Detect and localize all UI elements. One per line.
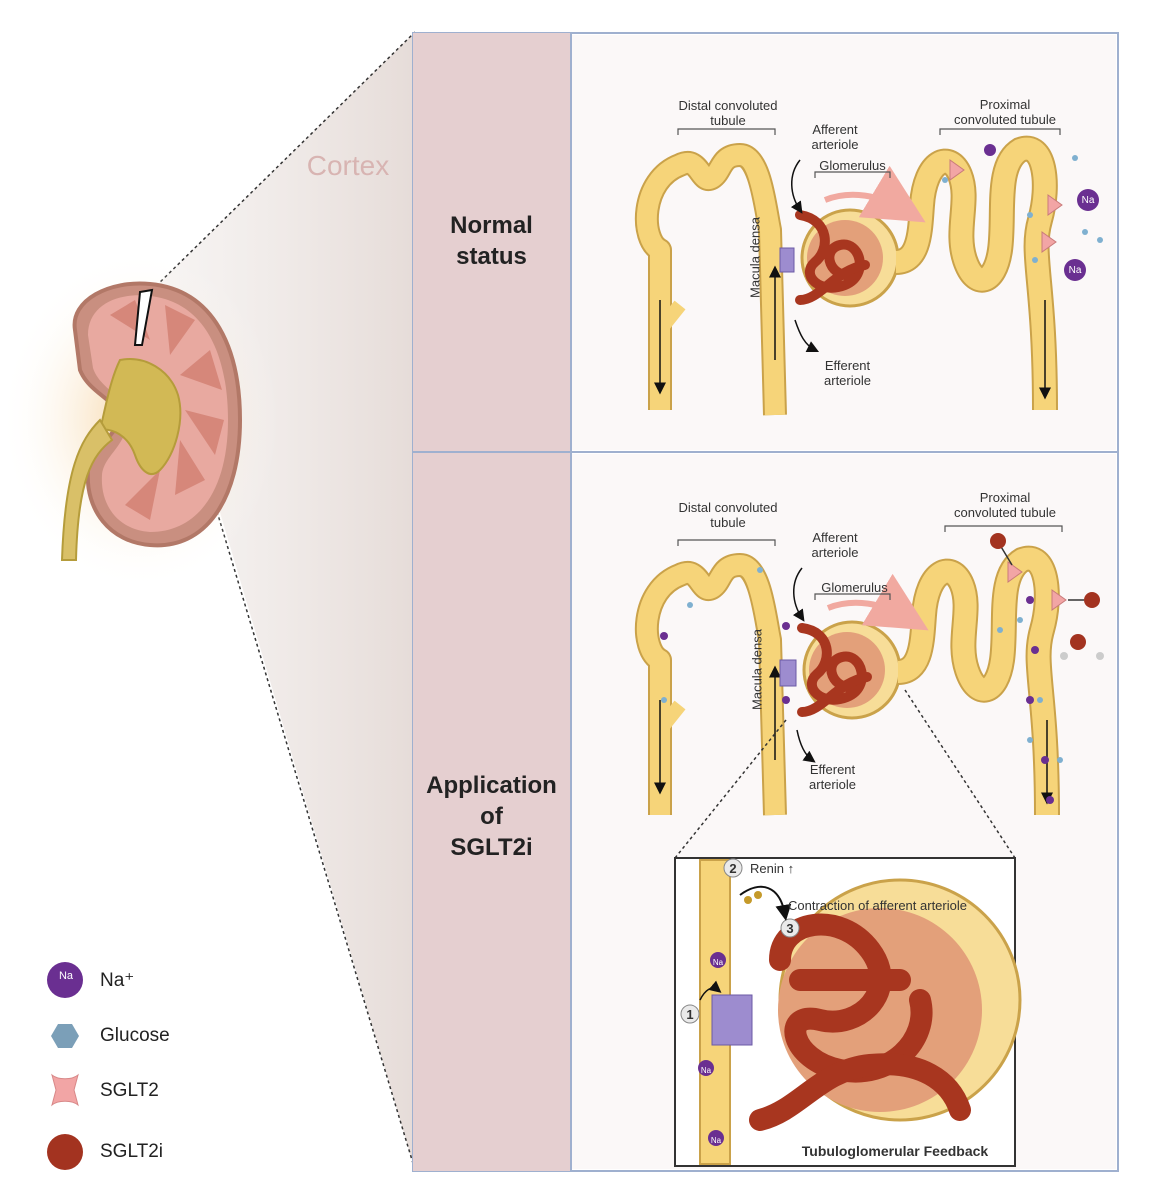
cortex-label: Cortex bbox=[307, 150, 389, 181]
na-badge: Na bbox=[1081, 195, 1095, 206]
glomerulus-label: Glomerulus bbox=[821, 580, 888, 595]
glucose-hexagon-icon bbox=[51, 1024, 79, 1048]
step-3-number: 3 bbox=[786, 921, 794, 936]
row-label-line: of bbox=[480, 803, 503, 830]
row-label-line: SGLT2i bbox=[450, 834, 533, 861]
normal-status-label: Normal status bbox=[413, 210, 570, 272]
na-badge: Na bbox=[710, 1136, 722, 1145]
sglt2i-nephron bbox=[634, 525, 1104, 816]
glomerulus-label: Glomerulus bbox=[819, 158, 886, 173]
kidney-illustration bbox=[0, 250, 280, 590]
sglt2i-inhibitor-icon bbox=[47, 1134, 83, 1170]
legend-label-sglt2: SGLT2 bbox=[100, 1080, 159, 1101]
renin-label: Renin ↑ bbox=[750, 861, 795, 876]
row-label-line: Application bbox=[426, 772, 557, 799]
na-badge: Na bbox=[700, 1066, 712, 1075]
tgf-inset bbox=[674, 857, 1022, 1167]
macula-densa-label: Macula densa bbox=[747, 217, 763, 298]
na-badge: Na bbox=[712, 958, 724, 967]
sglt2i-label: Application of SGLT2i bbox=[413, 770, 570, 863]
legend bbox=[47, 962, 83, 1170]
label-column bbox=[413, 33, 570, 1171]
normal-nephron bbox=[634, 128, 1103, 416]
step-1-number: 1 bbox=[686, 1007, 694, 1022]
legend-label-glucose: Glucose bbox=[100, 1025, 170, 1046]
macula-densa-label: Macula densa bbox=[749, 629, 765, 710]
legend-label-na: Na⁺ bbox=[100, 970, 135, 991]
row-label-line: Normal bbox=[450, 212, 533, 239]
row-label-line: status bbox=[456, 243, 527, 270]
zoom-line-top bbox=[151, 31, 416, 291]
sglt2-transporter-icon bbox=[51, 1073, 79, 1107]
na-icon-glyph: Na bbox=[58, 970, 74, 982]
contraction-label: Contraction of afferent arteriole bbox=[788, 898, 967, 913]
legend-label-sglt2i: SGLT2i bbox=[100, 1141, 164, 1162]
na-badge: Na bbox=[1068, 265, 1082, 276]
na-ion-icon bbox=[47, 962, 83, 998]
step-2-number: 2 bbox=[729, 861, 737, 876]
zoom-wedge bbox=[152, 32, 415, 1170]
tgf-title: Tubuloglomerular Feedback bbox=[801, 1143, 989, 1159]
